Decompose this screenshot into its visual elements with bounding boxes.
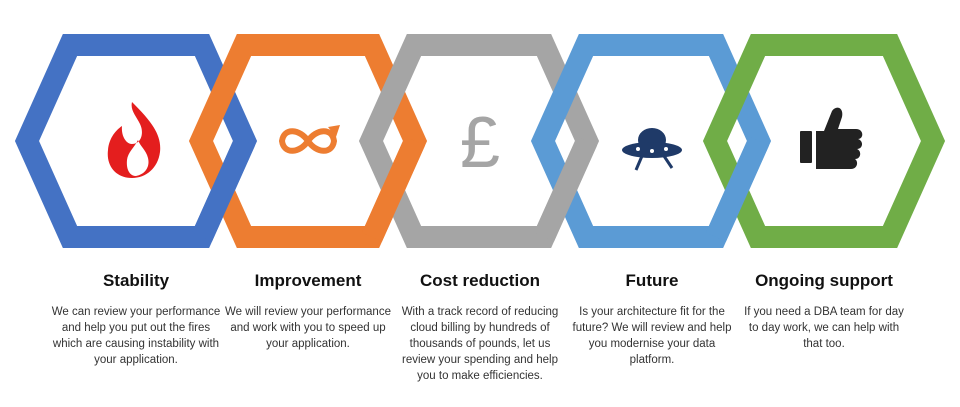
title-stability: Stability bbox=[102, 271, 170, 290]
column-ongoing-support: Ongoing support If you need a DBA team f… bbox=[739, 270, 909, 352]
column-cost-reduction: Cost reduction With a track record of re… bbox=[395, 270, 565, 384]
svg-text:£: £ bbox=[460, 103, 500, 183]
text-future: Is your architecture fit for the future?… bbox=[572, 306, 732, 366]
title-ongoing-support: Ongoing support bbox=[755, 271, 893, 290]
fire-icon bbox=[107, 102, 161, 178]
column-future: Future Is your architecture fit for the … bbox=[567, 270, 737, 368]
column-improvement: Improvement We will review your performa… bbox=[223, 270, 393, 352]
text-cost-reduction: With a track record of reducing cloud bi… bbox=[401, 306, 559, 382]
hexagon-ongoing-support bbox=[702, 34, 946, 248]
title-future: Future bbox=[625, 271, 679, 290]
pound-icon: £ bbox=[460, 103, 500, 183]
thumbs-up-icon bbox=[800, 107, 863, 169]
infinity-icon bbox=[278, 125, 340, 154]
ufo-icon bbox=[622, 128, 682, 171]
column-stability: Stability We can review your performance… bbox=[51, 270, 221, 368]
title-improvement: Improvement bbox=[254, 271, 362, 290]
hexagon-chain: £ bbox=[14, 34, 946, 248]
text-improvement: We will review your performance and work… bbox=[225, 306, 391, 350]
title-cost-reduction: Cost reduction bbox=[420, 271, 540, 290]
text-stability: We can review your performance and help … bbox=[51, 306, 221, 366]
text-ongoing-support: If you need a DBA team for day to day wo… bbox=[744, 306, 904, 350]
